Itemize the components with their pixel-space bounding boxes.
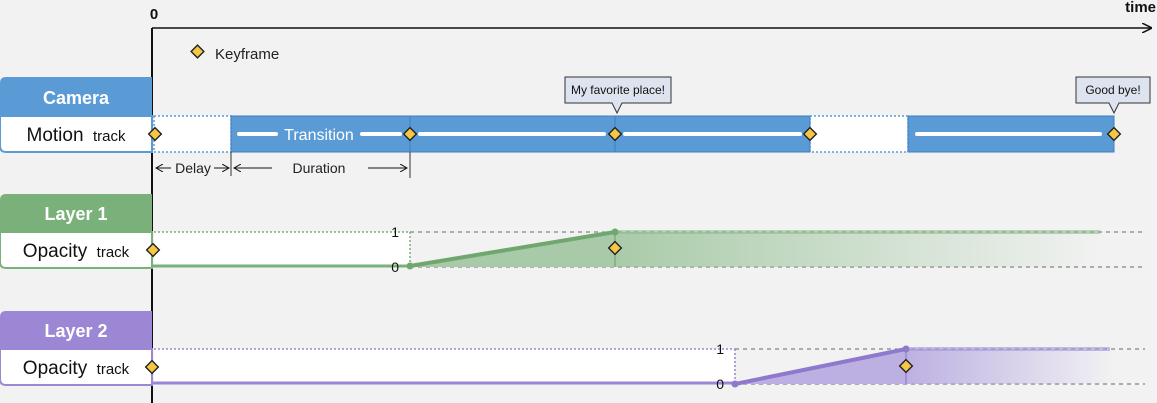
callout-favorite-bubble <box>564 76 672 115</box>
layer2-track-label-box <box>0 348 153 386</box>
layer2-track-name: Opacity <box>23 358 88 379</box>
layer2-keyframe-2 <box>898 358 914 374</box>
layer1-point-low <box>406 262 414 270</box>
layer1-delay-region <box>154 232 410 267</box>
layer2-delay-region <box>154 349 735 384</box>
legend-keyframe-label: Keyframe <box>215 46 279 63</box>
camera-keyframe-1 <box>147 126 163 142</box>
axis-time-label: time <box>1125 0 1156 16</box>
layer2-track-label: Opacity track <box>23 358 130 379</box>
layer1-keyframe-1 <box>145 242 161 258</box>
layer2-point-low <box>731 380 739 388</box>
layer2-fade-area <box>906 349 1116 384</box>
layer2-header-bg <box>0 311 152 349</box>
camera-track-type: track <box>93 128 126 145</box>
layer1-value-high: 1 <box>391 224 399 240</box>
layer2-ramp-line <box>734 347 907 386</box>
layer1-track-label: Opacity track <box>23 241 130 262</box>
layer1-header-title: Layer 1 <box>44 204 107 224</box>
layer2-track-header: Layer 2 Opacity track <box>0 311 153 386</box>
callout-goodbye-bubble <box>1075 76 1151 115</box>
legend-keyframe-icon <box>190 44 205 59</box>
layer2-track-type: track <box>97 361 130 378</box>
layer1-track-header: Layer 1 Opacity track <box>0 194 153 269</box>
layer1-fade-area <box>615 232 1105 267</box>
callout-goodbye-text: Good bye! <box>1085 83 1140 97</box>
layer2-value-high: 1 <box>716 341 724 357</box>
camera-keyframe-3 <box>607 126 623 142</box>
layer2-point-high <box>902 345 910 353</box>
callout-favorite-text: My favorite place! <box>571 83 665 97</box>
layer1-track-type: track <box>97 244 130 261</box>
camera-keyframe-5 <box>1106 126 1122 142</box>
duration-label: Duration <box>293 160 346 176</box>
transition-label: Transition <box>284 127 354 144</box>
axis-origin-label: 0 <box>150 6 158 23</box>
camera-delay-segment-2 <box>809 115 909 153</box>
layer1-track-label-box <box>0 231 153 269</box>
camera-delay-segment <box>153 115 232 153</box>
layer1-header-bg <box>0 194 152 232</box>
camera-track-header: Camera Motion track <box>0 77 153 153</box>
camera-track-label-box <box>0 115 153 153</box>
camera-keyframe-4 <box>802 126 818 142</box>
delay-label: Delay <box>175 160 211 176</box>
camera-keyframe-2 <box>402 126 418 142</box>
layer2-header-title: Layer 2 <box>44 321 107 341</box>
camera-header-bg <box>0 77 152 116</box>
layer1-keyframe-2 <box>607 240 623 256</box>
callout-favorite-place: My favorite place! <box>564 76 672 115</box>
callout-good-bye: Good bye! <box>1075 76 1151 115</box>
camera-header-title: Camera <box>43 88 110 108</box>
layer1-point-high <box>611 228 619 236</box>
layer2-keyframe-1 <box>144 359 160 375</box>
layer2-value-low: 0 <box>716 376 724 392</box>
layer1-value-low: 0 <box>391 259 399 275</box>
camera-track-label: Motion track <box>27 125 126 146</box>
camera-track-name: Motion <box>27 125 84 146</box>
layer1-ramp-line <box>409 230 616 268</box>
layer1-track-name: Opacity <box>23 241 88 262</box>
